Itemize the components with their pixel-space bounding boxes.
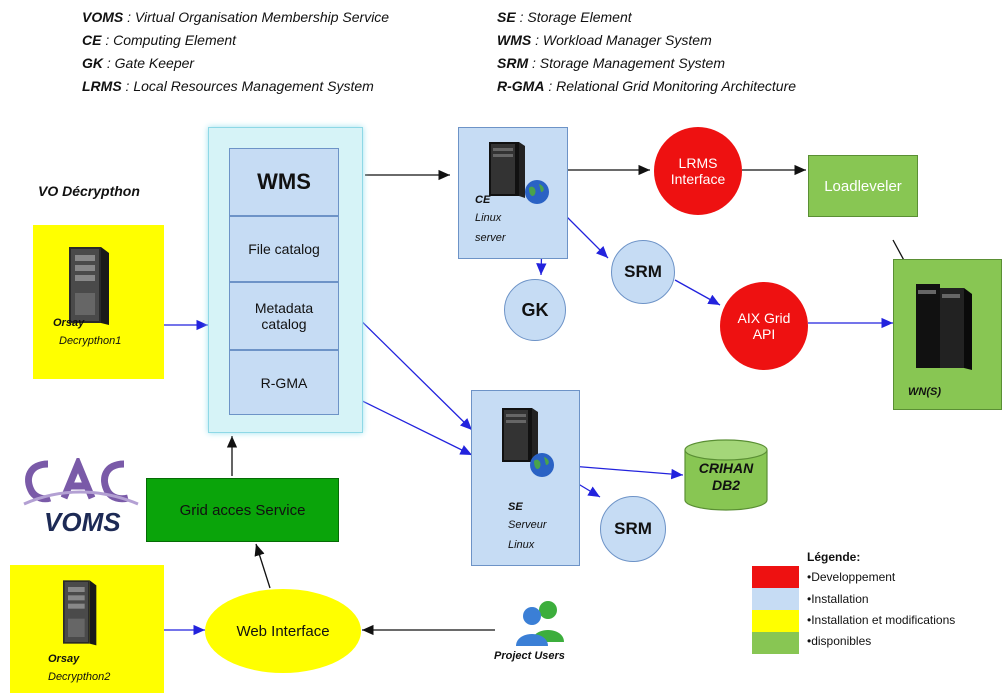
tower-server-icon: [69, 247, 109, 325]
database-cylinder-icon: [684, 439, 768, 511]
abbr-row: VOMS : Virtual Organisation Membership S…: [82, 9, 390, 25]
rack-server-icon: [502, 408, 538, 464]
se-label-1: SE: [508, 501, 523, 513]
rack-server-icon: [489, 142, 525, 198]
abbr-row: SE : Storage Element: [497, 9, 632, 25]
lrms-interface-node: LRMS Interface: [654, 127, 742, 215]
rack-server-icon: [916, 284, 972, 370]
lrms-line2: Interface: [670, 171, 726, 187]
se-label-2: Serveur: [508, 519, 547, 531]
se-server-node: SE Serveur Linux: [471, 390, 580, 566]
arrow-srm-aix: [674, 279, 721, 306]
crihan-db2-label: CRIHAN DB2: [683, 452, 769, 502]
orsay2-name: Orsay: [48, 653, 80, 665]
rgma: R-GMA: [229, 350, 339, 415]
legend-title: Légende:: [807, 550, 861, 564]
legend-item: •Developpement: [807, 570, 896, 584]
legend-item: •Installation: [807, 592, 869, 606]
crihan-line1: CRIHAN: [698, 460, 754, 476]
web-interface: Web Interface: [205, 589, 361, 673]
file-catalog: File catalog: [229, 216, 339, 282]
gk-node: GK: [504, 279, 566, 341]
orsay1-id: Decrypthon1: [59, 335, 122, 347]
metadata-catalog: Metadata catalog: [229, 282, 339, 350]
wn-node: WN(S): [893, 259, 1002, 410]
legend-swatch-installation-modif: [752, 610, 799, 632]
voms-logo-icon: [23, 458, 139, 506]
legend-swatch-developpement: [752, 566, 799, 588]
abbr-row: LRMS : Local Resources Management System: [82, 78, 374, 94]
orsay-decrypthon1-node: Orsay Decrypthon1: [33, 225, 164, 379]
legend-swatch-installation: [752, 588, 799, 610]
abbr-row: GK : Gate Keeper: [82, 55, 195, 71]
tower-server-icon: [63, 580, 97, 646]
globe-icon: [530, 453, 554, 477]
wms-title: WMS: [229, 148, 339, 216]
ce-label-1: CE: [475, 194, 491, 206]
abbreviations-left: VOMS : Virtual Organisation Membership S…: [82, 6, 389, 98]
se-label-3: Linux: [508, 539, 535, 551]
legend-item: •Installation et modifications: [807, 613, 956, 627]
globe-icon: [525, 180, 549, 204]
ce-label-3: server: [475, 232, 506, 244]
wn-label: WN(S): [908, 386, 941, 398]
abbr-row: SRM : Storage Management System: [497, 55, 726, 71]
lrms-line1: LRMS: [678, 155, 718, 171]
arrow-web-gridaccess: [254, 543, 271, 589]
ce-server-node: CE Linux server: [458, 127, 568, 259]
abbr-row: WMS : Workload Manager System: [497, 32, 712, 48]
vo-title: VO Décrypthon: [38, 183, 140, 199]
users-icon: [516, 601, 564, 646]
crihan-line2: DB2: [711, 477, 740, 493]
aix-line2: API: [752, 326, 776, 342]
srm-bottom-node: SRM: [600, 496, 666, 562]
project-users-label: Project Users: [494, 650, 565, 662]
orsay2-id: Decrypthon2: [48, 671, 111, 683]
srm-top-node: SRM: [611, 240, 675, 304]
grid-access-service: Grid acces Service: [146, 478, 339, 542]
legend-swatch-disponibles: [752, 632, 799, 654]
ce-label-2: Linux: [475, 212, 502, 224]
legend-item: •disponibles: [807, 634, 872, 648]
abbreviations-right: SE : Storage Element WMS : Workload Mana…: [497, 6, 796, 98]
orsay-decrypthon2-node: Orsay Decrypthon2: [10, 565, 164, 693]
aix-grid-api-node: AIX Grid API: [720, 282, 808, 370]
orsay1-name: Orsay: [53, 317, 85, 329]
aix-line1: AIX Grid: [737, 310, 791, 326]
abbr-row: R-GMA : Relational Grid Monitoring Archi…: [497, 78, 797, 94]
abbr-row: CE : Computing Element: [82, 32, 237, 48]
voms-logo-text: VOMS: [44, 507, 121, 537]
loadleveler-node: Loadleveler: [808, 155, 918, 217]
